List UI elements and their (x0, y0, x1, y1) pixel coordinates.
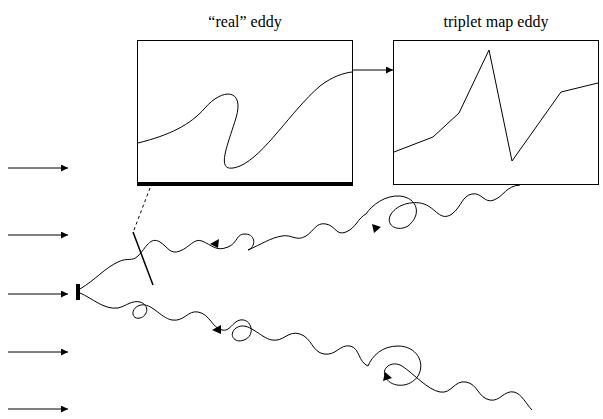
rotation-arrowhead (212, 325, 221, 334)
inflow-arrow (8, 352, 68, 353)
map-arrow (353, 70, 393, 71)
eddy-frame (393, 40, 599, 185)
eddy-heading: “real” eddy (137, 12, 353, 40)
inflow-arrow (8, 294, 68, 295)
inflow-arrow (8, 168, 68, 169)
lower-eddy-filament (80, 293, 532, 410)
inflow-arrows (8, 168, 68, 409)
eddy-box: triplet map eddy (393, 12, 599, 185)
eddy-box: “real” eddy (137, 12, 353, 185)
triplet-map-profile (394, 50, 598, 161)
eddy-frame (137, 40, 353, 185)
cut-line (133, 232, 153, 285)
rotation-arrowhead (210, 239, 219, 248)
eddy-extent-bar (137, 182, 353, 186)
rotation-arrowhead (383, 372, 392, 381)
obstacle-bar (76, 284, 80, 300)
upper-eddy-filament (80, 185, 520, 289)
zoom-leader (134, 188, 150, 230)
rotation-arrowhead (372, 224, 381, 233)
eddy-heading: triplet map eddy (393, 12, 599, 40)
real-eddy-profile (138, 72, 352, 168)
inflow-arrow (8, 235, 68, 236)
inflow-arrow (8, 409, 68, 410)
rotation-arrowheads (210, 224, 392, 381)
